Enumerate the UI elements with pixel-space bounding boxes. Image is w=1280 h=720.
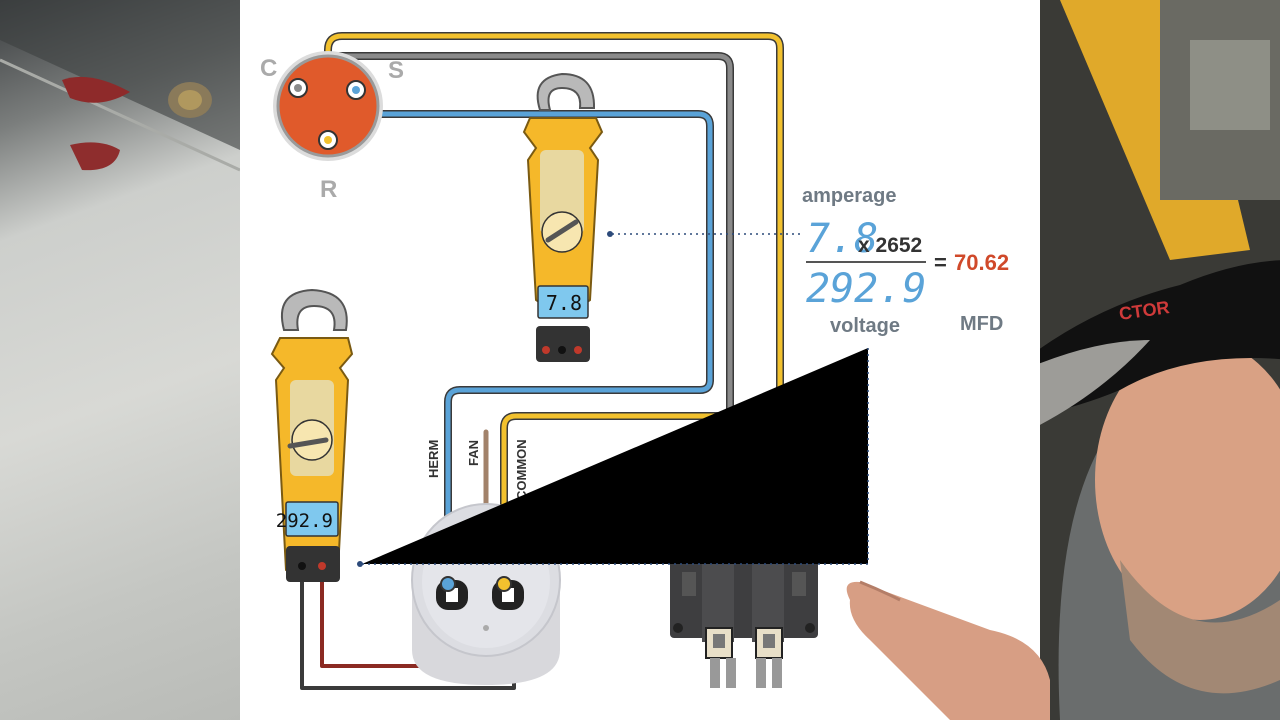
top-meter-reading: 7.8	[546, 291, 582, 315]
voltage-value: 292.9	[806, 266, 926, 312]
label-s: S	[388, 57, 404, 84]
amperage-value: 7.8	[806, 216, 878, 262]
left-meter-reading: 292.9	[276, 510, 333, 532]
label-common: COMMON	[514, 439, 529, 500]
label-c: C	[260, 55, 277, 82]
presenter-photo: CTOR	[992, 0, 1280, 720]
yellow-wire-r	[324, 32, 784, 488]
equals-sign: =	[934, 250, 947, 275]
mfd-result: 70.62	[954, 250, 1009, 275]
leader-line-voltage	[362, 348, 869, 565]
multiplier: x 2652	[858, 234, 922, 257]
voltage-label: voltage	[830, 315, 900, 337]
wire-fragment	[70, 142, 120, 171]
capacitance-formula: amperage 7.8 x 2652 292.9 voltage = 70.6…	[802, 185, 1009, 337]
clamp-meter-left: 292.9	[270, 288, 354, 582]
label-r: R	[320, 176, 337, 203]
label-herm: HERM	[426, 440, 441, 478]
presenter-face	[1095, 340, 1280, 620]
pointing-hand	[846, 580, 1050, 720]
mfd-unit: MFD	[960, 313, 1003, 335]
blue-wire-s	[352, 86, 714, 586]
diagram-panel: C S R HERM FAN COMMON	[240, 0, 1040, 720]
outdoor-unit-photo	[0, 0, 241, 172]
amperage-label: amperage	[802, 185, 897, 207]
lcd-left	[285, 501, 339, 537]
compressor-terminals: C S R	[260, 51, 404, 203]
clamp-meter-top: 7.8	[522, 72, 604, 362]
contactor-terminal-t2	[755, 627, 783, 659]
background-photo-left	[0, 0, 241, 720]
lcd-top	[537, 285, 589, 319]
label-fan: FAN	[466, 440, 481, 466]
wire-fragment	[62, 76, 130, 103]
wiring-diagram: C S R HERM FAN COMMON	[260, 32, 1009, 690]
background-photo-right: CTOR	[992, 0, 1280, 720]
